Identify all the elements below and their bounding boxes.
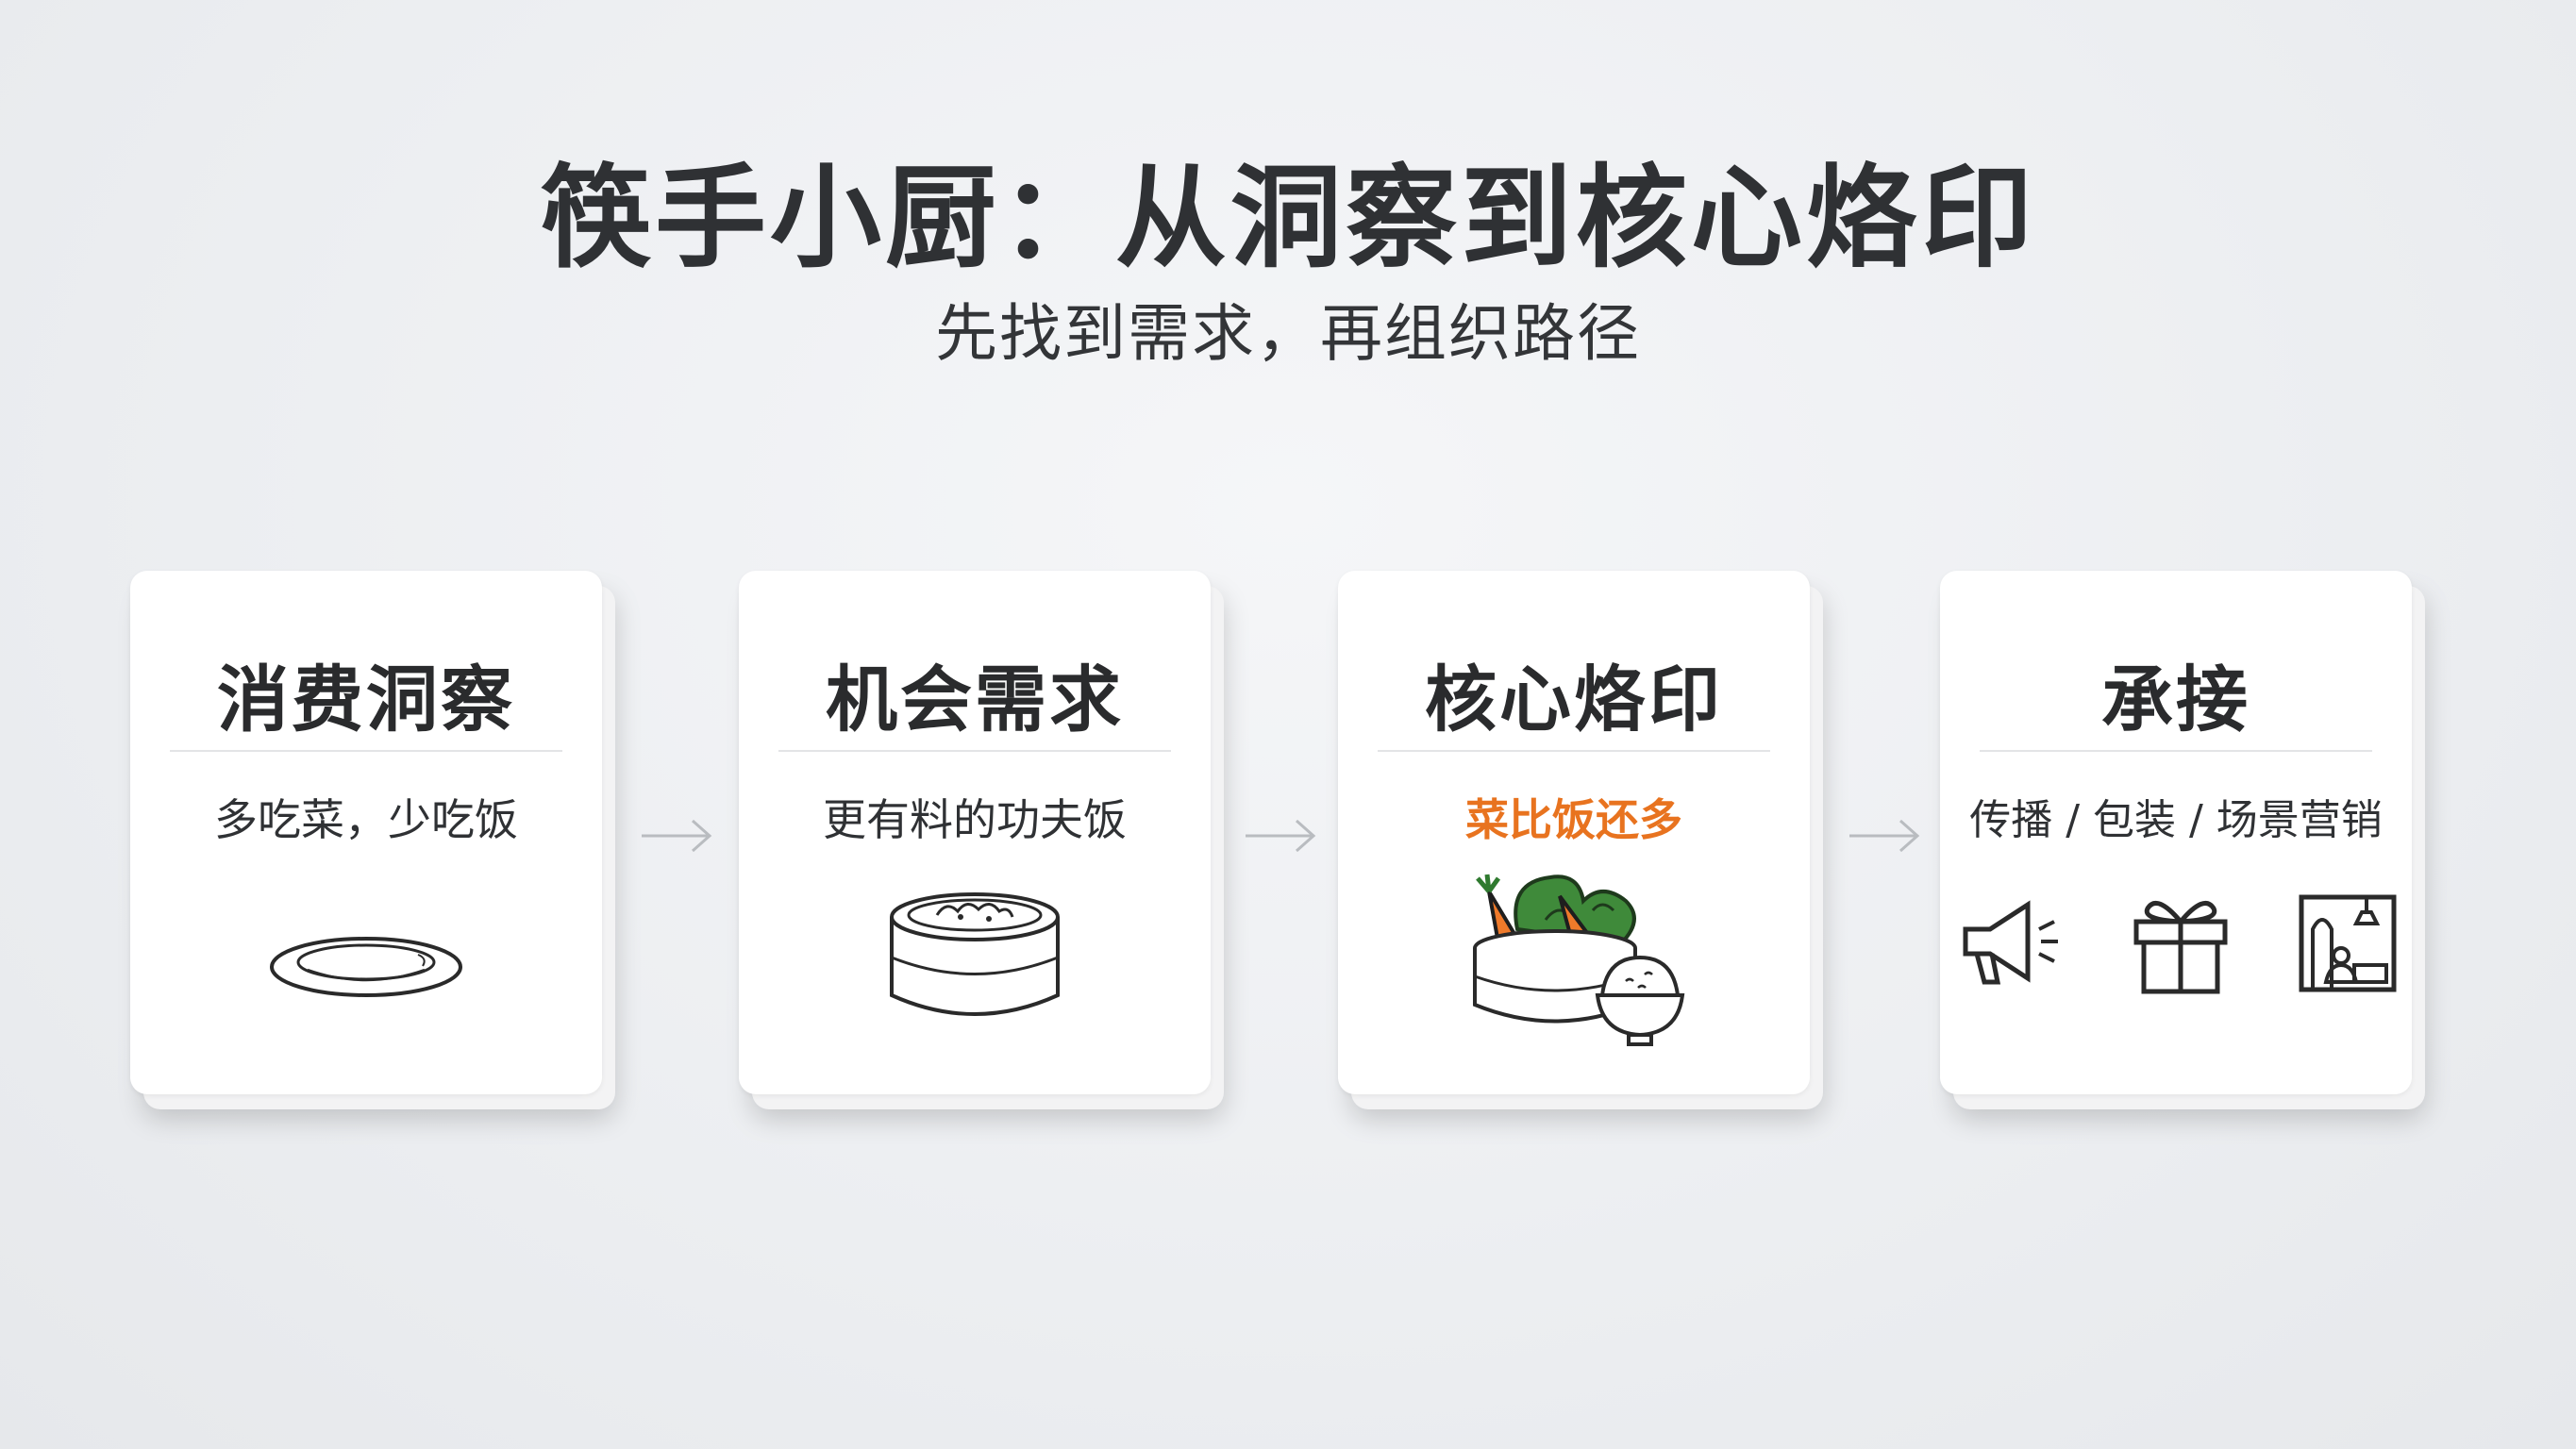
vegetables-and-rice-icon [1473, 874, 1685, 1046]
step-subtitle: 更有料的功夫饭 [823, 794, 1127, 845]
arrow-right-icon [642, 819, 712, 853]
storefront-icon [2299, 894, 2397, 992]
divider [778, 750, 1171, 752]
step-title: 消费洞察 [217, 658, 515, 741]
step-subtitle: 传播 / 包装 / 场景营销 [1969, 796, 2383, 844]
step-title: 核心烙印 [1425, 658, 1723, 741]
step-title: 机会需求 [826, 658, 1124, 741]
step-card-opportunity: 机会需求 更有料的功夫饭 [739, 571, 1224, 1109]
plate-icon [270, 937, 462, 997]
steamer-basket-icon [890, 892, 1060, 1016]
divider [1980, 750, 2372, 752]
step-subtitle: 多吃菜，少吃饭 [214, 794, 518, 845]
arrow-right-icon [1246, 819, 1316, 853]
page-title: 筷手小厨：从洞察到核心烙印 [539, 153, 2036, 283]
page-subtitle: 先找到需求，再组织路径 [935, 297, 1641, 370]
gift-box-icon [2133, 900, 2228, 994]
divider [170, 750, 562, 752]
arrow-right-icon [1849, 819, 1920, 853]
step-card-followthrough: 承接 传播 / 包装 / 场景营销 [1940, 571, 2425, 1109]
step-card-insight: 消费洞察 多吃菜，少吃饭 [130, 571, 615, 1109]
divider [1378, 750, 1770, 752]
step-title: 承接 [2101, 658, 2250, 741]
step-card-core-imprint: 核心烙印 菜比饭还多 [1338, 571, 1823, 1109]
megaphone-icon [1963, 900, 2059, 985]
step-subtitle: 菜比饭还多 [1465, 794, 1682, 845]
